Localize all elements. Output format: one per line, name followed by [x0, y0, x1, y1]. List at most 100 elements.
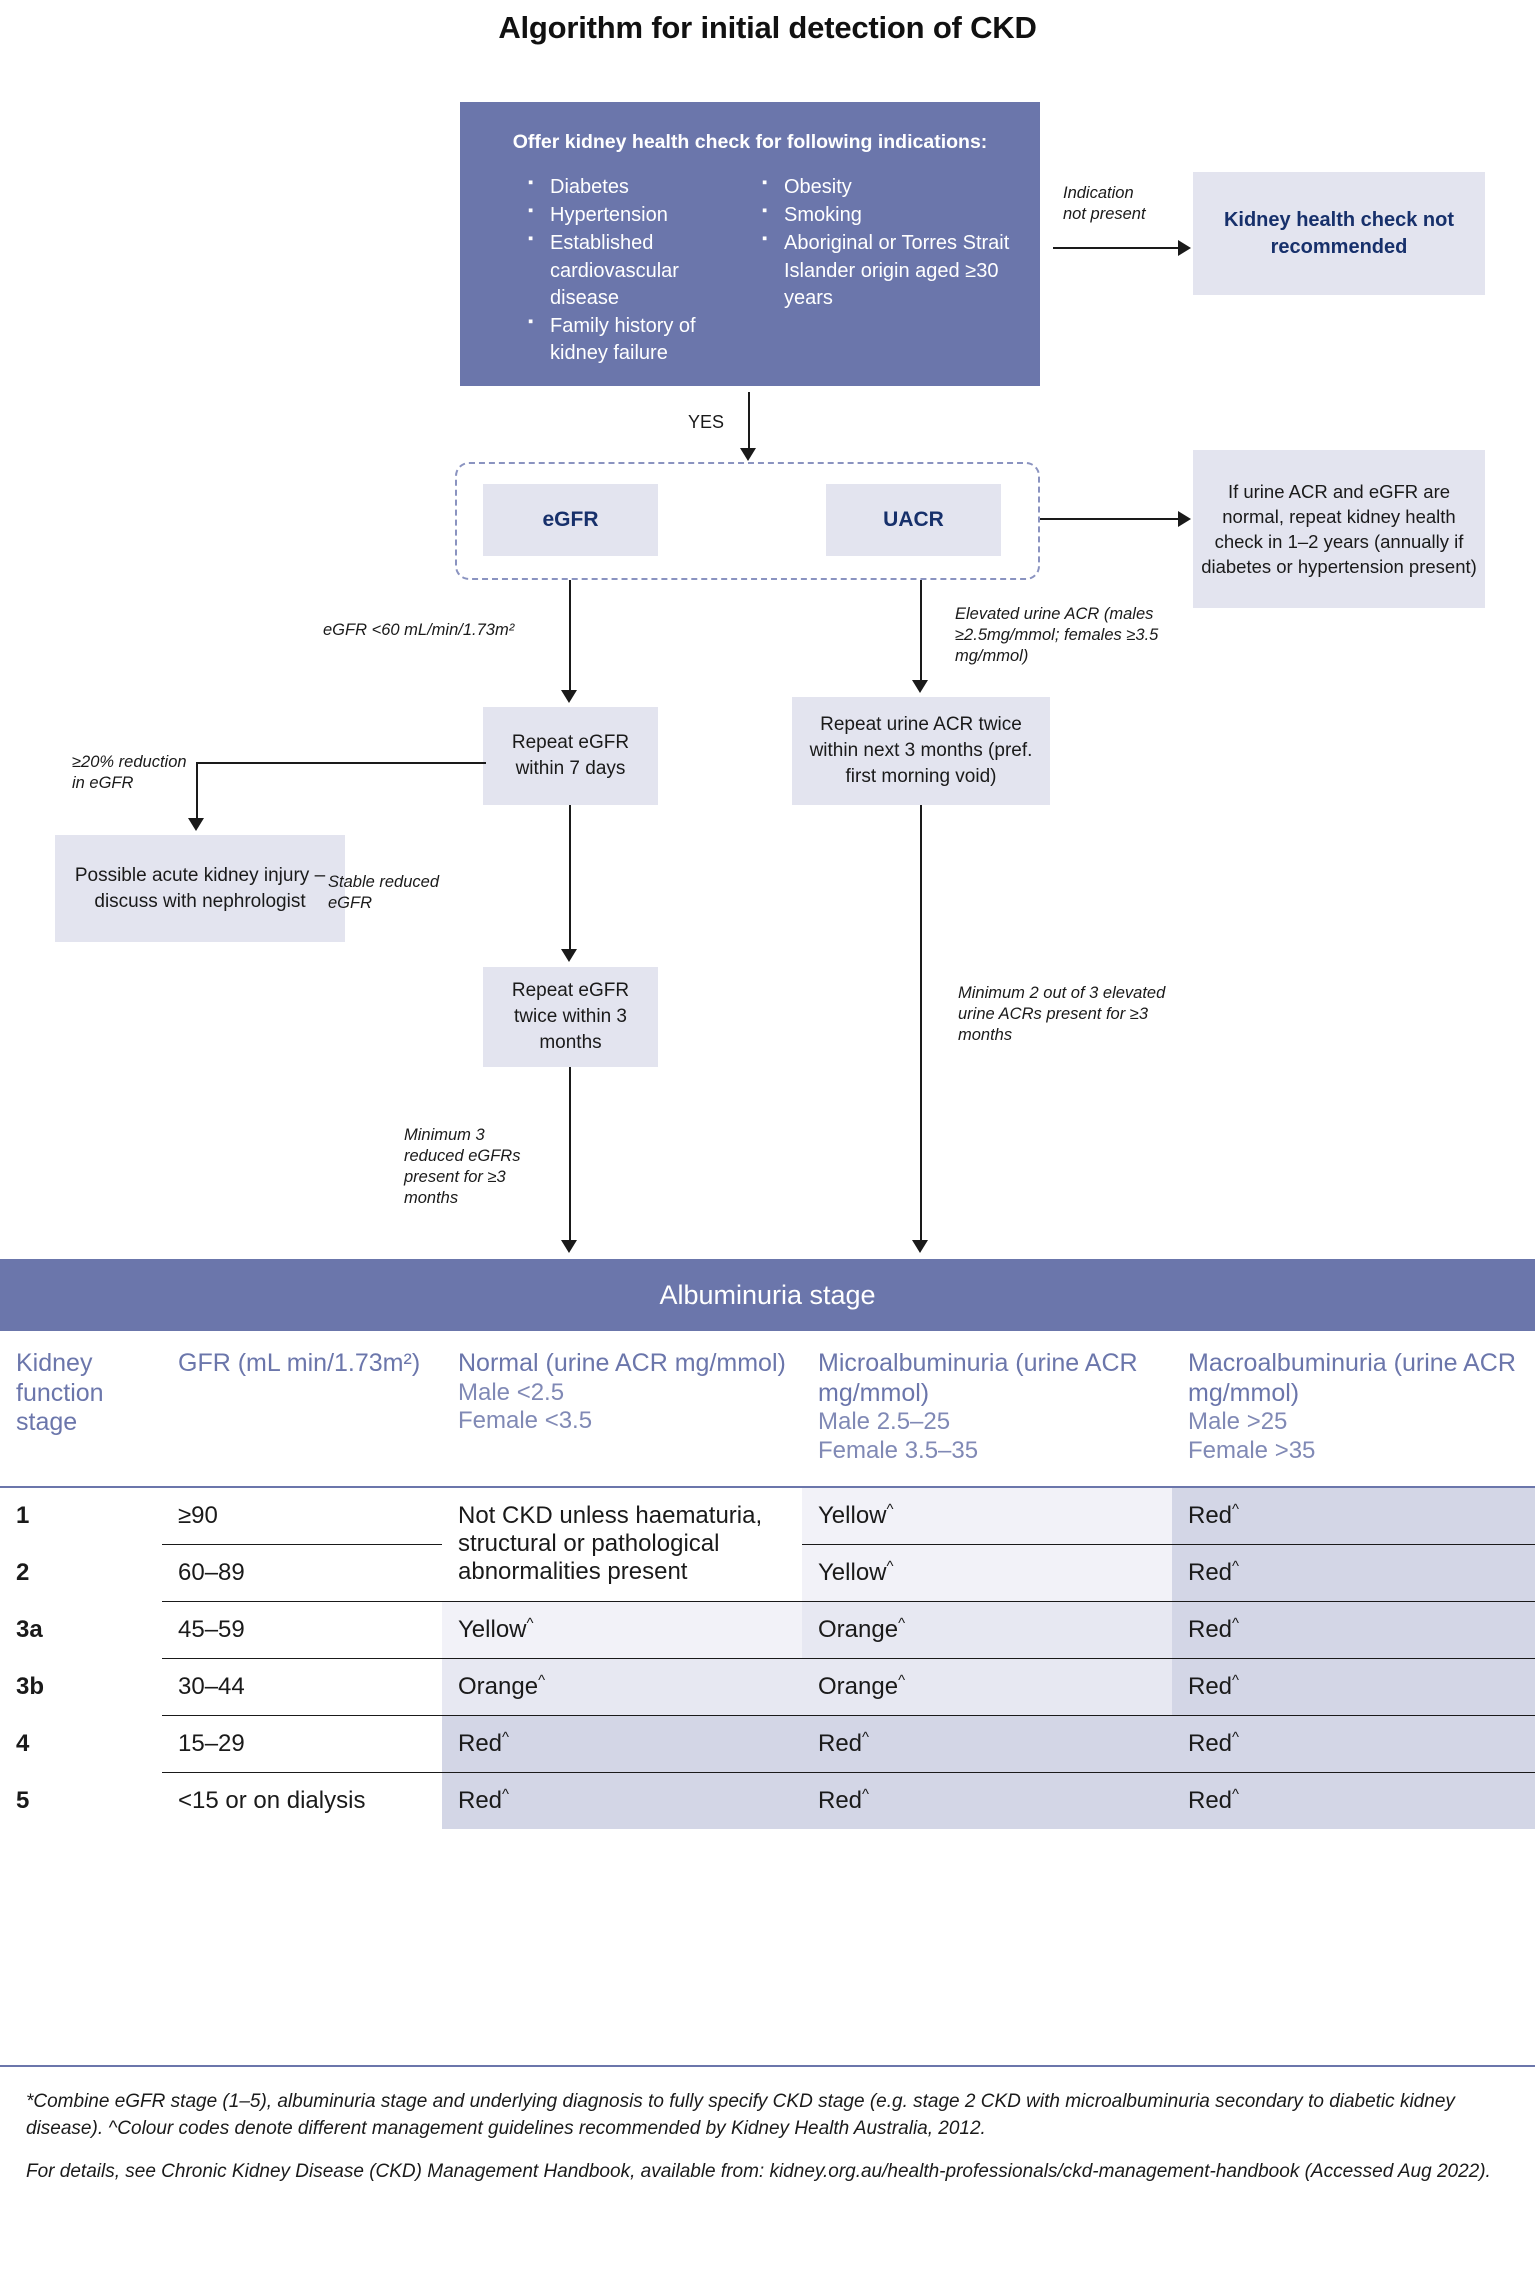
- arrow-head-min2: [912, 1240, 928, 1253]
- cell-stage: 3b: [16, 1672, 45, 1700]
- ckd-staging-table-wrap: Albuminuria stage Kidney function stage …: [0, 1259, 1535, 1829]
- cell-normal: Red^: [442, 1714, 802, 1773]
- arrow-head-yes: [740, 448, 756, 461]
- cell-stage: 5: [16, 1786, 30, 1814]
- cell-stage: 3a: [16, 1615, 43, 1643]
- arrow-line-normal: [1040, 518, 1181, 521]
- column-header-range: Male >25 Female >35: [1188, 1408, 1316, 1464]
- cell-micro: Red^: [802, 1714, 1172, 1773]
- column-header-title: GFR (mL min/1.73m²): [178, 1349, 421, 1377]
- cell-macro: Red^: [1172, 1486, 1535, 1545]
- indications-heading: Offer kidney health check for following …: [512, 131, 988, 153]
- cell-micro: Red^: [802, 1771, 1172, 1829]
- footnote-2: For details, see Chronic Kidney Disease …: [26, 2160, 1491, 2182]
- cell-normal: Orange^: [442, 1657, 802, 1716]
- minimum2-label: Minimum 2 out of 3 elevated urine ACRs p…: [958, 984, 1166, 1045]
- kidney-health-not-recommended-box: Kidney health check not recommended: [1193, 172, 1485, 295]
- arrow-head-not-present: [1178, 240, 1191, 256]
- list-item: Obesity: [760, 173, 1010, 201]
- arrow-line-stable: [569, 805, 572, 951]
- indications-list-right: Obesity Smoking Aboriginal or Torres Str…: [760, 173, 1010, 313]
- repeat-egfr-7days-box: Repeat eGFR within 7 days: [483, 707, 658, 805]
- table-row: 4 15–29 Red^ Red^ Red^: [0, 1714, 1535, 1773]
- column-header-range: Male 2.5–25 Female 3.5–35: [818, 1408, 979, 1464]
- table-row: 2 60–89 Yellow^ Red^: [0, 1543, 1535, 1602]
- arrow-head-normal: [1178, 511, 1191, 527]
- ckd-staging-table: Kidney function stage GFR (mL min/1.73m²…: [0, 1331, 1535, 1829]
- cell-micro: Orange^: [802, 1600, 1172, 1659]
- cell-macro: Red^: [1172, 1657, 1535, 1716]
- cell-gfr: 15–29: [162, 1714, 442, 1773]
- egfr-threshold-label: eGFR <60 mL/min/1.73m²: [323, 621, 515, 639]
- cell-normal: Red^: [442, 1771, 802, 1829]
- table-row: 5 <15 or on dialysis Red^ Red^ Red^: [0, 1771, 1535, 1829]
- cell-stage: 4: [16, 1729, 30, 1757]
- list-item: Hypertension: [526, 201, 746, 229]
- arrow-head-min3: [561, 1240, 577, 1253]
- cell-micro: Orange^: [802, 1657, 1172, 1716]
- egfr-box: eGFR: [483, 484, 658, 556]
- arrow-head-stable: [561, 949, 577, 962]
- table-row: 3b 30–44 Orange^ Orange^ Red^: [0, 1657, 1535, 1716]
- column-header-macroalbuminuria: Macroalbuminuria (urine ACR mg/mmol) Mal…: [1172, 1331, 1535, 1488]
- cell-macro: Red^: [1172, 1600, 1535, 1659]
- repeat-egfr-twice-box: Repeat eGFR twice within 3 months: [483, 967, 658, 1067]
- column-header-gfr: GFR (mL min/1.73m²): [162, 1331, 442, 1488]
- column-header-normal: Normal (urine ACR mg/mmol) Male <2.5 Fem…: [442, 1331, 802, 1488]
- column-header-title: Kidney function stage: [16, 1349, 104, 1436]
- column-header-kidney-function-stage: Kidney function stage: [0, 1331, 162, 1488]
- cell-not-ckd-note: Not CKD unless haematuria, structural or…: [442, 1486, 802, 1602]
- test-group-dashed-container: [455, 462, 1040, 580]
- arrow-line-aki-v: [196, 762, 199, 822]
- column-header-microalbuminuria: Microalbuminuria (urine ACR mg/mmol) Mal…: [802, 1331, 1172, 1488]
- list-item: Established cardiovascular disease: [526, 229, 746, 312]
- cell-stage: 2: [16, 1558, 30, 1586]
- reduction-label: ≥20% reduction in eGFR: [72, 753, 187, 793]
- arrow-line-aki-h: [196, 762, 486, 765]
- list-item: Diabetes: [526, 173, 746, 201]
- arrow-head-egfr-branch: [561, 690, 577, 703]
- indications-box: Offer kidney health check for following …: [460, 102, 1040, 386]
- cell-gfr: <15 or on dialysis: [162, 1771, 442, 1829]
- uacr-box: UACR: [826, 484, 1001, 556]
- yes-label: YES: [688, 412, 725, 432]
- list-item: Family history of kidney failure: [526, 312, 746, 367]
- column-header-range: Male <2.5 Female <3.5: [458, 1378, 593, 1435]
- arrow-line-yes: [748, 392, 751, 450]
- cell-macro: Red^: [1172, 1714, 1535, 1773]
- table-header-row: Kidney function stage GFR (mL min/1.73m²…: [0, 1331, 1535, 1488]
- repeat-if-normal-box: If urine ACR and eGFR are normal, repeat…: [1193, 450, 1485, 608]
- arrow-line-egfr-branch: [569, 580, 572, 692]
- arrow-line-min3: [569, 1067, 572, 1247]
- column-header-title: Normal (urine ACR mg/mmol): [458, 1349, 786, 1377]
- cell-gfr: 30–44: [162, 1657, 442, 1716]
- table-row: 3a 45–59 Yellow^ Orange^ Red^: [0, 1600, 1535, 1659]
- indication-not-present-label: Indication not present: [1063, 184, 1146, 224]
- stable-reduced-label: Stable reduced eGFR: [328, 873, 439, 913]
- cell-micro: Yellow^: [802, 1543, 1172, 1602]
- albuminuria-stage-banner: Albuminuria stage: [0, 1259, 1535, 1331]
- arrow-line-acr-branch: [920, 580, 923, 682]
- table-row: 1 ≥90 Not CKD unless haematuria, structu…: [0, 1486, 1535, 1602]
- repeat-acr-twice-box: Repeat urine ACR twice within next 3 mon…: [792, 697, 1050, 805]
- cell-gfr: 45–59: [162, 1600, 442, 1659]
- arrow-line-not-present: [1053, 247, 1181, 250]
- cell-micro: Yellow^: [802, 1486, 1172, 1545]
- cell-macro: Red^: [1172, 1771, 1535, 1829]
- page-title: Algorithm for initial detection of CKD: [498, 10, 1037, 45]
- cell-stage: 1: [16, 1501, 30, 1529]
- footnotes: *Combine eGFR stage (1–5), albuminuria s…: [0, 2065, 1535, 2202]
- list-item: Smoking: [760, 201, 1010, 229]
- cell-normal: Yellow^: [442, 1600, 802, 1659]
- cell-gfr: ≥90: [178, 1501, 218, 1529]
- column-header-title: Microalbuminuria (urine ACR mg/mmol): [818, 1349, 1138, 1407]
- indications-list-left: Diabetes Hypertension Established cardio…: [526, 173, 746, 368]
- arrow-head-acr-branch: [912, 680, 928, 693]
- possible-aki-box: Possible acute kidney injury – discuss w…: [55, 835, 345, 942]
- footnote-1: *Combine eGFR stage (1–5), albuminuria s…: [26, 2091, 1455, 2139]
- cell-macro: Red^: [1172, 1543, 1535, 1602]
- arrow-head-aki: [188, 818, 204, 831]
- minimum3-label: Minimum 3 reduced eGFRs present for ≥3 m…: [404, 1126, 521, 1208]
- list-item: Aboriginal or Torres Strait Islander ori…: [760, 229, 1010, 312]
- arrow-line-min2: [920, 805, 923, 1247]
